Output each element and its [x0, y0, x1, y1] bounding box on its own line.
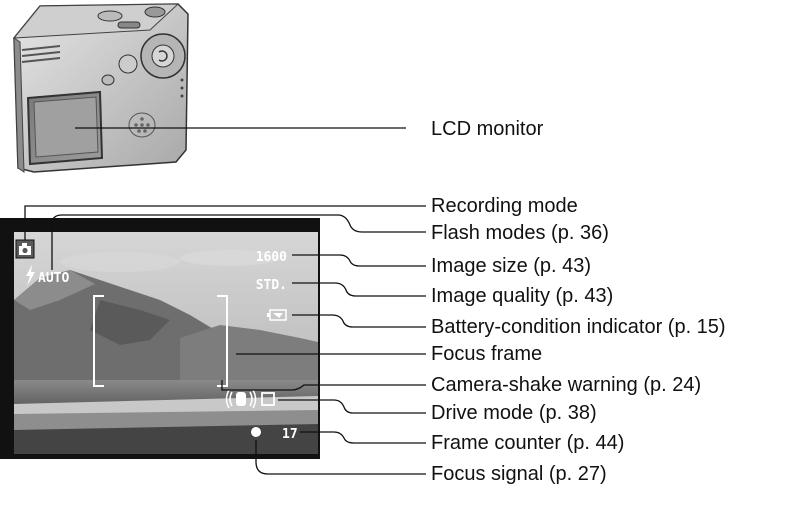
- label-image-quality: Image quality (p. 43): [431, 285, 614, 307]
- single-frame-icon: [261, 392, 275, 406]
- image-quality-value: STD.: [256, 278, 287, 293]
- label-drive-mode: Drive mode (p. 38): [431, 402, 597, 424]
- label-battery: Battery-condition indicator (p. 15): [431, 316, 726, 338]
- leader-image-size: [292, 254, 426, 267]
- leader-frame-counter: [300, 431, 426, 444]
- flash-bolt-icon: [26, 265, 35, 286]
- leader-drive-mode: [278, 399, 426, 414]
- leader-recording-mode: [24, 205, 426, 240]
- camera-icon: [15, 239, 35, 259]
- leader-battery: [292, 314, 426, 328]
- flash-text: AUTO: [38, 271, 69, 286]
- focus-dot-icon: [251, 427, 261, 437]
- frame-count-value: 17: [282, 427, 298, 442]
- camera-illustration: [12, 3, 189, 173]
- leader-image-quality: [292, 282, 426, 297]
- battery-icon: [267, 309, 287, 321]
- label-frame-counter: Frame counter (p. 44): [431, 432, 625, 454]
- label-recording-mode: Recording mode: [431, 195, 578, 217]
- leader-flash-modes: [51, 214, 426, 270]
- label-image-size: Image size (p. 43): [431, 255, 592, 277]
- label-flash-modes: Flash modes (p. 36): [431, 222, 609, 244]
- leader-lines: [24, 127, 426, 475]
- label-camera-shake: Camera-shake warning (p. 24): [431, 374, 702, 396]
- leader-focus-signal: [255, 440, 426, 475]
- camera-shake-icon: [225, 389, 257, 409]
- label-lcd-monitor: LCD monitor: [431, 118, 544, 140]
- label-focus-frame: Focus frame: [431, 343, 543, 365]
- label-focus-signal: Focus signal (p. 27): [431, 463, 607, 485]
- lcd-screen: AUTO 1600 STD. 17: [0, 218, 320, 459]
- leader-camera-shake: [221, 380, 426, 391]
- image-size-value: 1600: [256, 250, 287, 265]
